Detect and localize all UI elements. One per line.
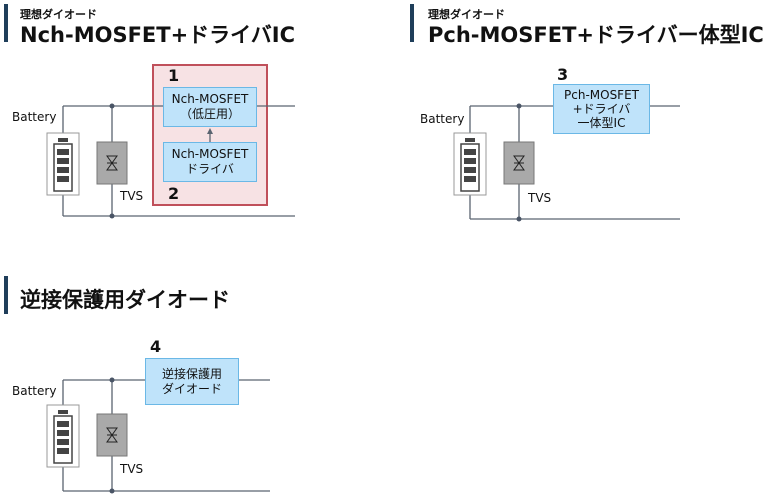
tvs-diode-icon bbox=[503, 141, 535, 185]
section-nch-subtitle: 理想ダイオード bbox=[20, 8, 97, 21]
battery-label: Battery bbox=[420, 112, 465, 126]
section-nch-header-bar bbox=[4, 4, 8, 42]
section-nch-title: Nch-MOSFET+ドライバIC bbox=[20, 23, 295, 47]
reverse-protection-diode-label: 逆接保護用 ダイオード bbox=[161, 366, 222, 396]
tvs-label: TVS bbox=[120, 189, 144, 203]
nch-mosfet-label: Nch-MOSFET （低圧用） bbox=[171, 92, 249, 121]
pch-integrated-ic-box: Pch-MOSFET +ドライバ 一体型IC bbox=[553, 84, 650, 134]
reverse-protection-diode-box: 逆接保護用 ダイオード bbox=[145, 358, 239, 405]
battery-icon bbox=[453, 132, 487, 196]
number-4: 4 bbox=[150, 337, 162, 356]
circuit-diode bbox=[62, 379, 270, 492]
tvs-diode-icon bbox=[96, 413, 128, 457]
circuit-pch bbox=[469, 105, 680, 220]
section-pch-header-bar bbox=[410, 4, 414, 42]
section-pch-title: Pch-MOSFET+ドライバー体型IC bbox=[428, 23, 764, 47]
tvs-diode-icon bbox=[96, 141, 128, 185]
battery-icon bbox=[46, 404, 80, 468]
tvs-label: TVS bbox=[120, 462, 144, 476]
battery-label: Battery bbox=[12, 110, 57, 124]
section-diode-header-bar bbox=[4, 276, 8, 314]
battery-icon bbox=[46, 132, 80, 196]
nch-driver-label: Nch-MOSFET ドライバ bbox=[171, 147, 249, 176]
nch-mosfet-box: Nch-MOSFET （低圧用） bbox=[163, 87, 257, 127]
battery-label: Battery bbox=[12, 384, 57, 398]
section-diode-title: 逆接保護用ダイオード bbox=[20, 288, 230, 312]
tvs-label: TVS bbox=[528, 191, 552, 205]
number-2: 2 bbox=[168, 184, 180, 203]
nch-driver-box: Nch-MOSFET ドライバ bbox=[163, 142, 257, 182]
number-1: 1 bbox=[168, 66, 180, 85]
pch-integrated-ic-label: Pch-MOSFET +ドライバ 一体型IC bbox=[564, 88, 639, 130]
number-3: 3 bbox=[557, 65, 569, 84]
section-pch-subtitle: 理想ダイオード bbox=[428, 8, 505, 21]
